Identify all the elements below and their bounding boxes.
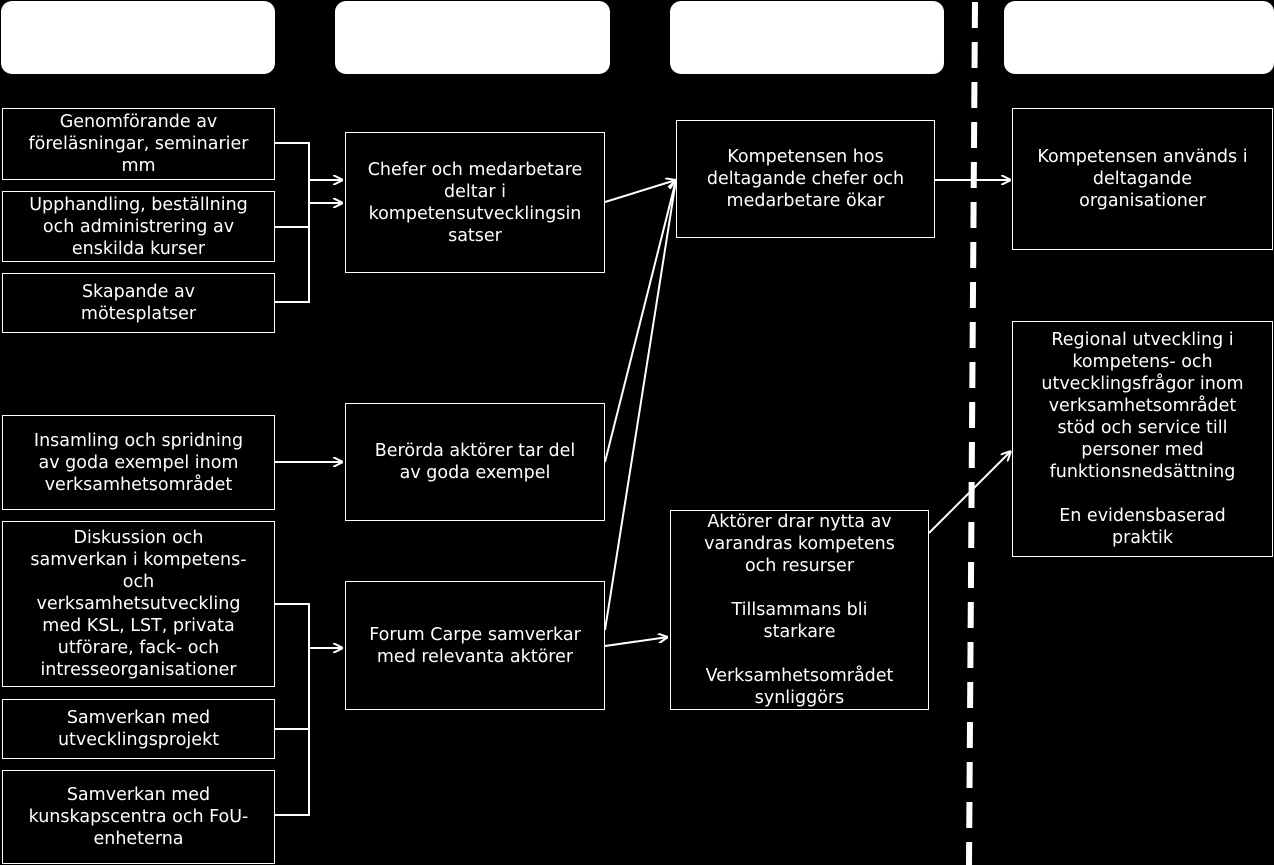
activity-box-good-examples: Insamling och spridning av goda exempel … — [2, 415, 275, 510]
short-term-box-competence: Kompetensen hos deltagande chefer och me… — [676, 120, 935, 238]
column-header-activities — [1, 1, 275, 74]
activity-box-procurement: Upphandling, beställning och administrer… — [2, 191, 275, 262]
arrow-output3-short1 — [604, 180, 676, 631]
activity-box-lectures: Genomförande av föreläsningar, seminarie… — [2, 108, 275, 180]
output-box-participation: Chefer och medarbetare deltar i kompeten… — [345, 132, 605, 273]
column-header-short-term — [670, 1, 944, 74]
activity-box-discussion: Diskussion och samverkan i kompetens- oc… — [2, 521, 275, 687]
long-term-box-regional-development: Regional utveckling i kompetens- och utv… — [1012, 321, 1273, 557]
short-term-box-benefit: Aktörer drar nytta av varandras kompeten… — [670, 510, 929, 710]
long-term-box-competence-used: Kompetensen används i deltagande organis… — [1012, 108, 1273, 250]
column-header-long-term — [1004, 1, 1274, 74]
activity-box-meeting-places: Skapande av mötesplatser — [2, 273, 275, 333]
output-box-forum-carpe: Forum Carpe samverkar med relevanta aktö… — [345, 581, 605, 710]
arrow-output1-short1 — [604, 180, 676, 203]
column-header-outputs — [335, 1, 610, 74]
bracket-top — [275, 142, 310, 303]
bracket-bottom — [275, 603, 310, 816]
arrow-output2-short1 — [604, 180, 676, 463]
activity-box-dev-projects: Samverkan med utvecklingsprojekt — [2, 699, 275, 759]
arrow-output3-short2 — [604, 637, 668, 647]
output-box-good-examples: Berörda aktörer tar del av goda exempel — [345, 403, 605, 521]
arrow-short2-long2 — [928, 451, 1011, 534]
activity-box-knowledge-centres: Samverkan med kunskapscentra och FoU- en… — [2, 770, 275, 864]
divider-line — [966, 1, 978, 865]
